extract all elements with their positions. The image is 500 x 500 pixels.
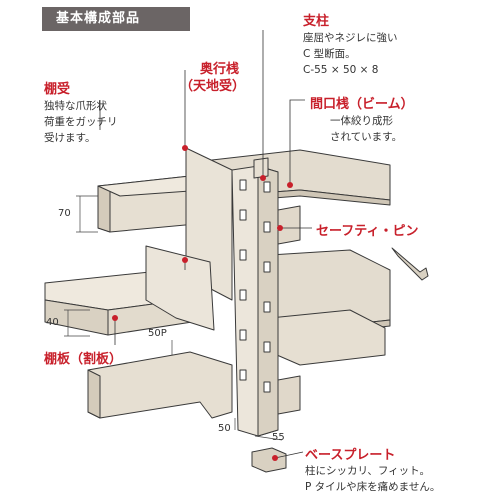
shelf-board-label: 棚板（割板） <box>44 352 123 367</box>
safety-pin-shape <box>391 247 429 281</box>
depth-beam-label: 奥行桟 <box>200 62 240 77</box>
dimension-50p: 50P <box>148 328 167 339</box>
upright-post-desc-2: C 型断面。 <box>303 48 356 60</box>
shelf-receiver-desc-1: 独特な爪形状 <box>44 100 107 112</box>
upright-post-desc-3: C-55 × 50 × 8 <box>303 64 379 76</box>
base-plate-label: ベースプレート <box>305 448 396 463</box>
base-plate-shape <box>251 447 287 473</box>
dimension-55: 55 <box>272 432 285 443</box>
frontage-beam-desc-1: 一体絞り成形 <box>330 115 393 127</box>
base-plate-desc-2: P タイルや床を痛めません。 <box>305 481 441 493</box>
shelf-receiver-label: 棚受 <box>44 82 71 97</box>
dimension-40: 40 <box>46 317 59 328</box>
dimension-50: 50 <box>218 423 231 434</box>
header-title: 基本構成部品 <box>42 7 190 31</box>
frontage-beam-desc-2: されています。 <box>330 131 403 143</box>
shelf-receiver-desc-2: 荷重をガッチリ <box>44 116 118 128</box>
base-plate-desc-1: 柱にシッカリ、フィット。 <box>305 465 430 477</box>
frontage-beam-label: 間口桟（ビーム） <box>310 97 414 112</box>
middle-shelf-receiver <box>145 245 215 331</box>
upright-post-desc-1: 座屈やネジレに強い <box>303 32 398 44</box>
upright-post-label: 支柱 <box>303 14 330 29</box>
shelf-receiver-desc-3: 受けます。 <box>44 132 96 144</box>
safety-pin-label: セーフティ・ピン <box>316 224 419 239</box>
dimension-70: 70 <box>58 208 71 219</box>
depth-beam-sublabel: （天地受） <box>180 79 246 94</box>
